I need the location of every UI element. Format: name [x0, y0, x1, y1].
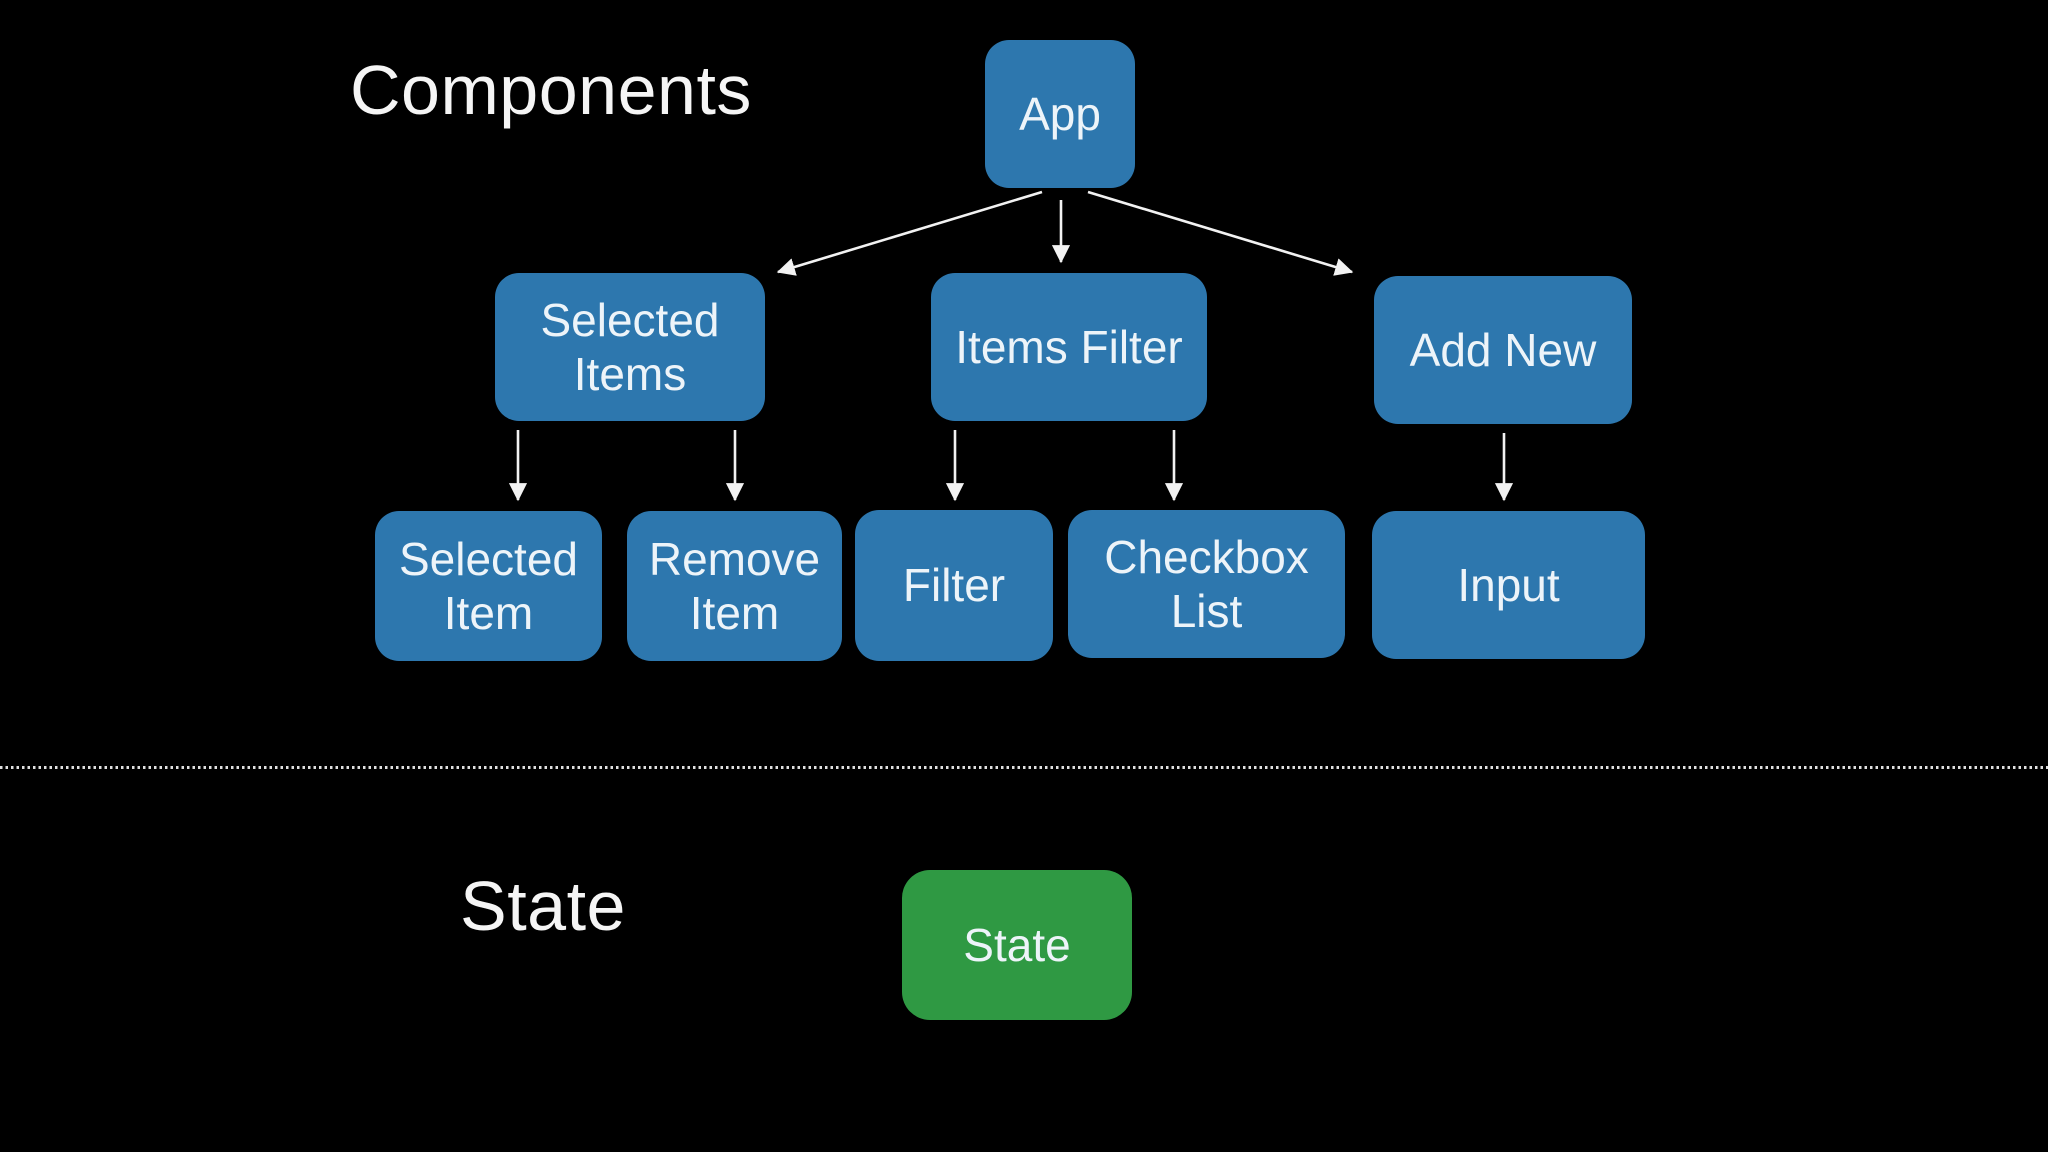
- node-state: State: [902, 870, 1132, 1020]
- state-section-title: State: [460, 867, 626, 945]
- section-divider: [0, 766, 2048, 769]
- node-add-new-label: Add New: [1409, 323, 1597, 376]
- node-selected-items: Selected Items: [495, 273, 765, 421]
- node-items-filter-label: Items Filter: [955, 320, 1183, 373]
- node-input-label: Input: [1457, 558, 1560, 611]
- node-filter-label: Filter: [902, 559, 1006, 612]
- edge-app-to-add-new: [1087, 190, 1354, 276]
- node-filter: Filter: [855, 510, 1053, 661]
- node-checkbox-list: Checkbox List: [1068, 510, 1345, 658]
- node-selected-items-label: Selected Items: [540, 293, 720, 400]
- node-selected-item-label: Selected Item: [398, 532, 578, 639]
- components-section-title: Components: [350, 51, 752, 129]
- node-state-label: State: [963, 918, 1071, 971]
- node-selected-item: Selected Item: [375, 511, 602, 661]
- node-app: App: [985, 40, 1135, 188]
- node-input: Input: [1372, 511, 1645, 659]
- edge-app-to-selected-items: [776, 190, 1043, 276]
- node-items-filter: Items Filter: [931, 273, 1207, 421]
- node-checkbox-list-label: Checkbox List: [1104, 530, 1309, 637]
- node-remove-item: Remove Item: [627, 511, 842, 661]
- node-remove-item-label: Remove Item: [648, 532, 821, 639]
- node-app-label: App: [1019, 87, 1101, 140]
- node-add-new: Add New: [1374, 276, 1632, 424]
